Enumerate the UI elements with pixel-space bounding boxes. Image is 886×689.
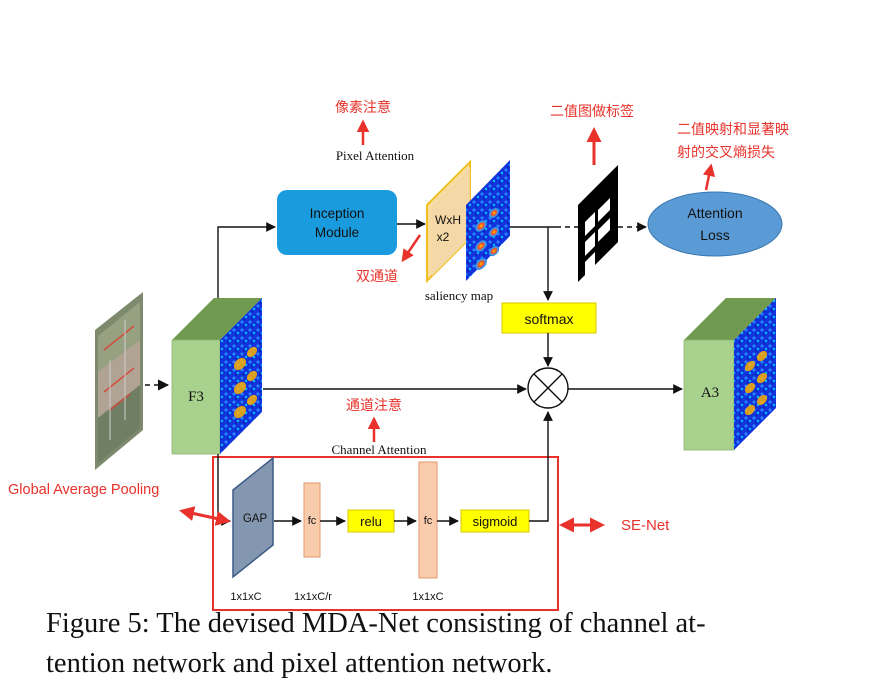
relu-box: relu: [347, 509, 395, 533]
saliency-map-block: WxH x2 saliency map: [425, 159, 510, 303]
dim-1x1xc-b: 1x1xC: [412, 591, 443, 603]
dim-1x1xc-r: 1x1xC/r: [294, 591, 332, 603]
saliency-map-label: saliency map: [425, 288, 493, 303]
inception-label-line2: Module: [315, 225, 359, 240]
softmax-label: softmax: [524, 311, 573, 327]
binary-label-image: [578, 165, 618, 282]
caption-line2: tention network and pixel attention netw…: [46, 648, 553, 679]
saliency-heat-spots: [475, 207, 500, 270]
softmax-box: softmax: [501, 302, 597, 334]
f3-label: F3: [188, 389, 204, 405]
pixel-attention-cn-label: 像素注意: [335, 99, 391, 116]
sigmoid-box: sigmoid: [460, 509, 530, 533]
dim-1x1xc-a: 1x1xC: [230, 591, 261, 603]
f3-to-inception-arrow: [217, 222, 276, 298]
fc2-label: fc: [424, 515, 433, 527]
f3-feature-block: F3: [171, 298, 262, 455]
dual-channel-cn-label: 双通道: [356, 269, 398, 285]
input-aerial-image: [95, 292, 143, 470]
attention-loss-line2: Loss: [700, 227, 730, 243]
attention-loss-ellipse: Attention Loss: [647, 191, 783, 257]
global-average-pooling-label: Global Average Pooling: [8, 482, 159, 498]
loss-red-arrow: [702, 163, 716, 191]
attention-loss-line1: Attention: [687, 205, 742, 221]
wxh-label-line2: x2: [437, 230, 450, 244]
sigmoid-label: sigmoid: [473, 514, 518, 529]
fc2-block: fc: [418, 461, 438, 579]
se-net-box: [212, 456, 559, 611]
sigmoid-to-multiply-arrow: [529, 411, 553, 522]
inception-label-line1: Inception: [310, 206, 365, 221]
loss-cn-label-line1: 二值映射和显著映: [677, 122, 789, 138]
pixel-attention-label: Pixel Attention: [336, 148, 415, 163]
relu-label: relu: [360, 514, 382, 529]
fc1-block: fc: [303, 482, 321, 558]
f3-to-gap-arrow: [217, 454, 231, 526]
gap-block: GAP: [232, 456, 274, 579]
channel-attention-label: Channel Attention: [332, 442, 427, 457]
binary-label-cn-label: 二值图做标签: [550, 103, 634, 120]
fc1-label: fc: [308, 515, 317, 527]
a3-feature-block: A3: [683, 298, 776, 451]
a3-label: A3: [701, 385, 719, 401]
dual-channel-red-arrow: [401, 234, 422, 263]
channel-attention-cn-label: 通道注意: [346, 397, 402, 414]
wxh-label-line1: WxH: [435, 213, 461, 227]
se-net-label: SE-Net: [621, 517, 670, 534]
figure-caption: Figure 5: The devised MDA-Net consisting…: [46, 604, 846, 684]
caption-line1: Figure 5: The devised MDA-Net consisting…: [46, 608, 706, 639]
inception-module: Inception Module: [277, 190, 397, 255]
multiply-node: [527, 367, 569, 409]
gap-label: GAP: [243, 513, 268, 525]
gap-red-double-arrow: [179, 506, 231, 526]
loss-cn-label-line2: 射的交叉熵损失: [677, 144, 775, 161]
